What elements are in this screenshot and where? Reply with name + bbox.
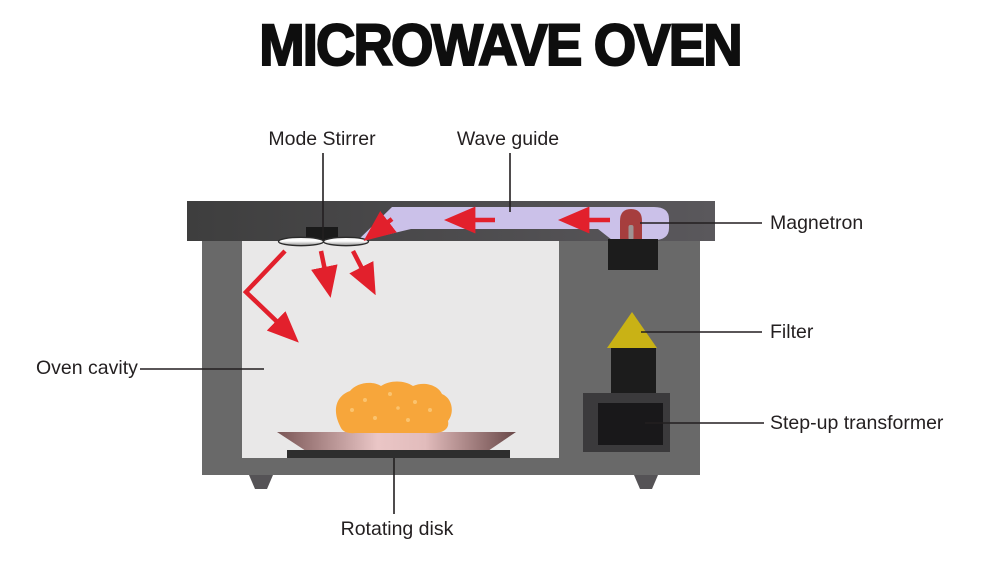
cavity-arrow-bounce xyxy=(242,249,299,343)
cavity-arrow-diagonal xyxy=(349,249,376,296)
magnetron-housing xyxy=(608,239,658,270)
label-magnetron: Magnetron xyxy=(770,212,864,234)
food xyxy=(335,381,452,434)
oven-foot-right xyxy=(634,475,658,489)
label-filter: Filter xyxy=(770,321,814,343)
cavity-arrow-down xyxy=(311,250,338,298)
filter xyxy=(607,312,657,348)
label-oven-cavity: Oven cavity xyxy=(36,357,138,379)
label-rotating-disk: Rotating disk xyxy=(340,518,454,540)
label-mode-stirrer: Mode Stirrer xyxy=(268,128,376,150)
oven-foot-left xyxy=(249,475,273,489)
waveguide-arrow-slope xyxy=(363,211,397,241)
wave-guide xyxy=(356,207,669,242)
leader-lines xyxy=(140,153,764,514)
step-up-transformer-core xyxy=(598,403,663,445)
filter-housing xyxy=(611,348,656,393)
page-title: MICROWAVE OVEN xyxy=(258,12,743,79)
microwave-arrows xyxy=(242,206,610,343)
magnetron-antenna xyxy=(628,225,634,240)
magnetron xyxy=(620,209,642,240)
mode-stirrer-blade-left xyxy=(277,236,325,247)
rotating-disk-base xyxy=(287,450,510,458)
mode-stirrer-blade-right xyxy=(322,236,370,247)
food-speckles xyxy=(350,392,432,422)
mode-stirrer-hub xyxy=(306,227,338,239)
label-wave-guide: Wave guide xyxy=(456,128,560,150)
label-step-up-transformer: Step-up transformer xyxy=(770,412,944,434)
rotating-disk-plate xyxy=(277,432,516,451)
